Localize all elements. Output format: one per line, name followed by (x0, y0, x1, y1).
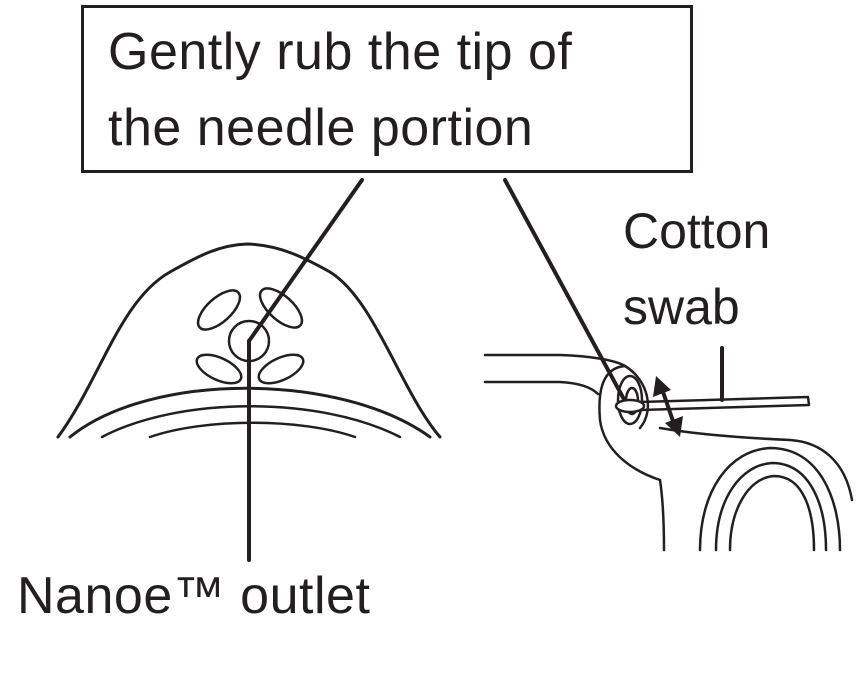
device-body-edge (483, 380, 600, 396)
outlet-dome (56, 242, 442, 439)
arrow-head-down (665, 416, 683, 437)
instruction-line-1: Gently rub the tip of (108, 23, 573, 81)
device-side-view (483, 353, 854, 552)
swab-tip (614, 398, 646, 414)
handle-ring-inner (728, 474, 816, 552)
cotton-swab-label-line-1: Cotton (623, 203, 771, 259)
handle-top-edge (658, 426, 854, 502)
instruction-line-2: the needle portion (108, 99, 534, 157)
cotton-swab-label-line-2: swab (623, 279, 740, 335)
cotton-swab (614, 346, 811, 414)
housing-inner-curve (623, 364, 650, 430)
instruction-callout: Gently rub the tip of the needle portion (81, 5, 693, 173)
nanoe-outlet-label: Nanoe™ outlet (17, 567, 371, 625)
handle-ring-mid (714, 461, 828, 552)
outlet-housing (598, 364, 662, 482)
handle-ring-outer (698, 446, 842, 552)
outlet-vents (195, 287, 305, 385)
outlet-rim-3 (148, 421, 357, 439)
rub-motion-arrow (653, 376, 683, 437)
handle-lower-edge (658, 478, 666, 552)
arrow-head-up (653, 376, 671, 397)
outlet-nozzle (616, 374, 644, 426)
leader-line-needle-side (503, 178, 628, 405)
device-top-edge (483, 353, 627, 368)
leader-line-needle-front (247, 178, 364, 343)
outlet-rim-1 (68, 386, 432, 439)
